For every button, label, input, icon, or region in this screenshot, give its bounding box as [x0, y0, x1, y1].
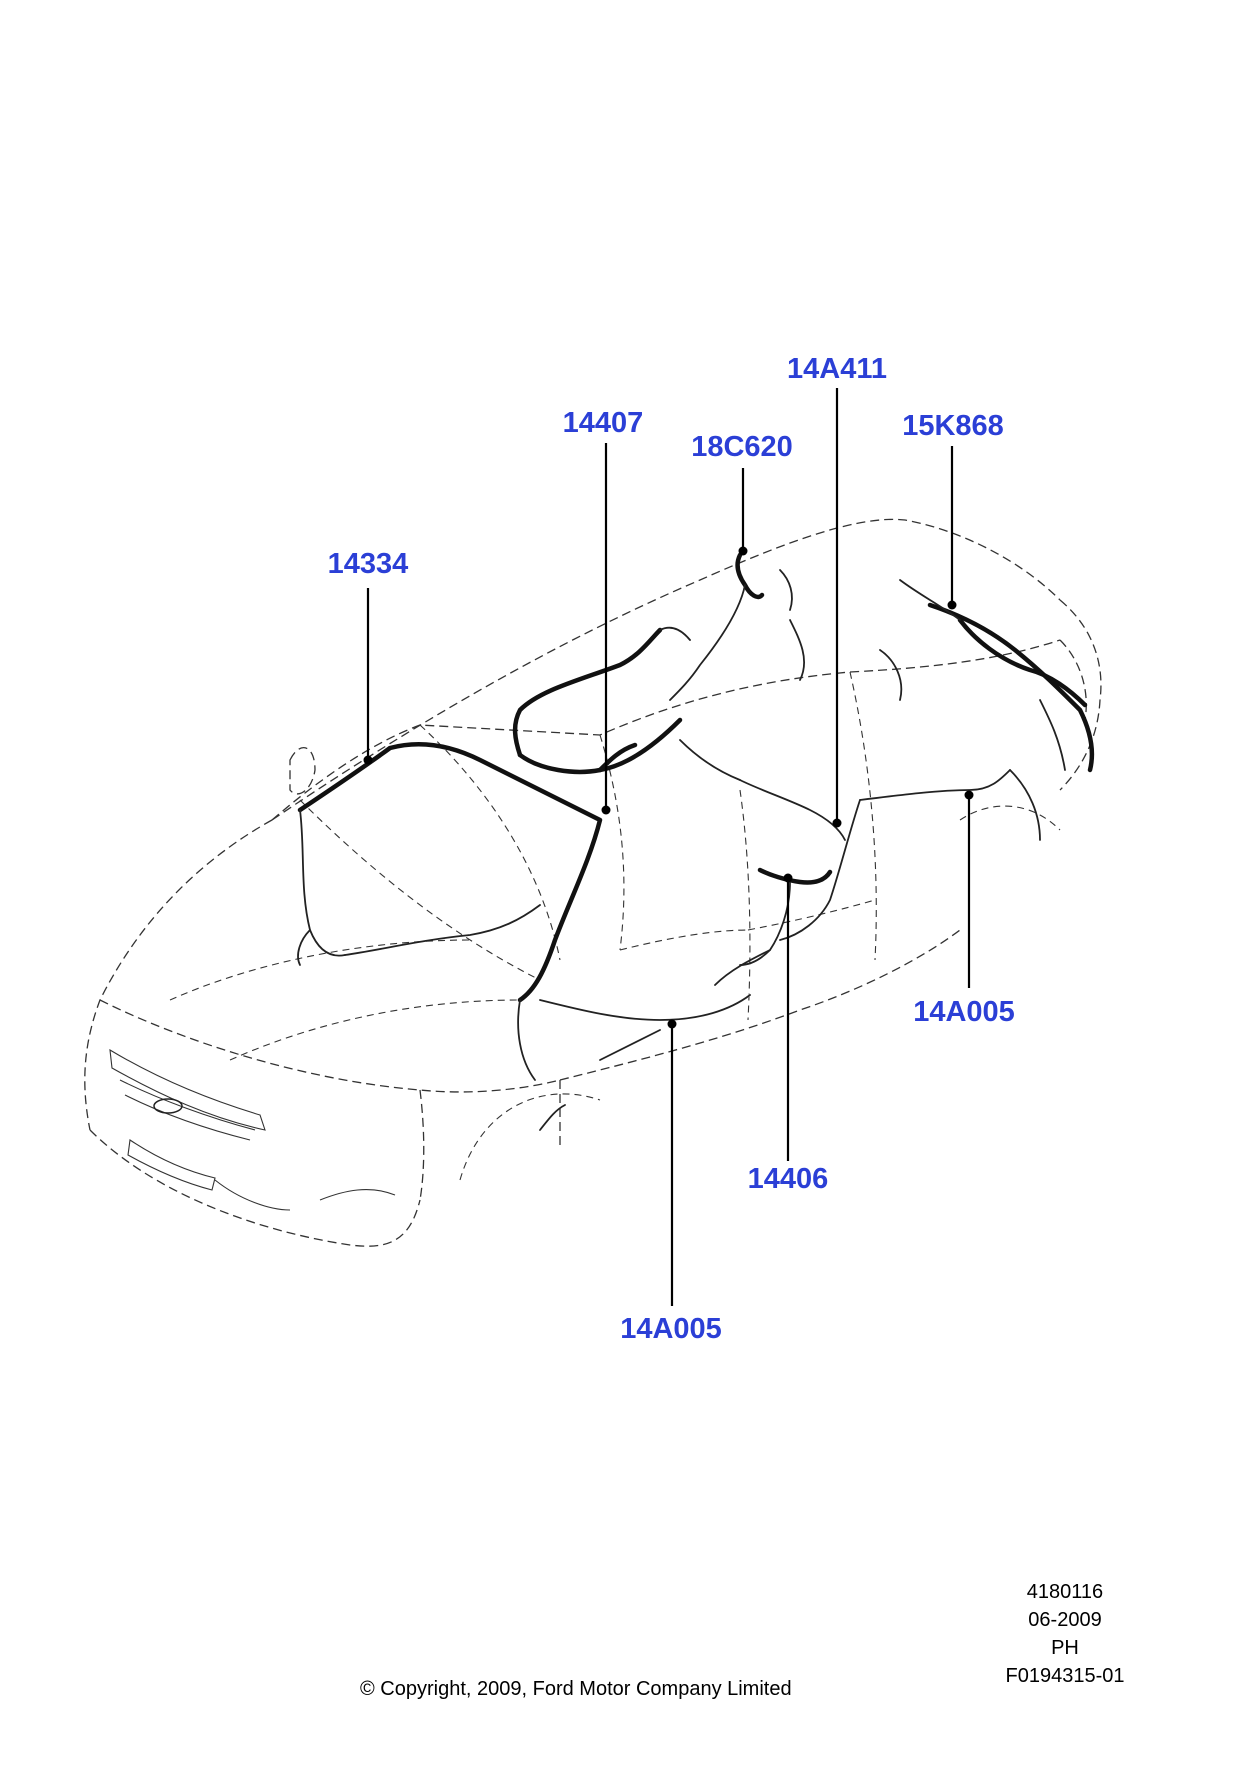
wiring-harness-15K868	[879, 579, 1095, 773]
leader-dot-14A411	[832, 818, 842, 828]
leader-dot-18C620	[738, 546, 748, 556]
leader-dot-14A005-right	[964, 790, 974, 800]
callout-labels: 14334 14407 18C620 14A411 15K868 14A005 …	[328, 353, 1015, 1345]
leader-dot-14334	[363, 755, 373, 765]
leader-lines	[363, 388, 974, 1306]
copyright-notice: © Copyright, 2009, Ford Motor Company Li…	[360, 1678, 792, 1700]
figure-id: F0194315-01	[1005, 1665, 1125, 1687]
leader-dot-14A005-bottom	[667, 1019, 677, 1029]
wiring-harness-14A005-bottom	[517, 993, 752, 1131]
callout-14A411: 14A411	[787, 353, 887, 385]
car-body-outline	[84, 518, 1102, 1247]
reference-number: 4180116	[1026, 1581, 1104, 1603]
callout-14A005-bottom: 14A005	[620, 1313, 722, 1345]
callout-14406: 14406	[748, 1163, 829, 1195]
wiring-harness-14A005-right	[779, 768, 1041, 941]
reference-code: PH	[1051, 1637, 1079, 1659]
callout-14A005-right: 14A005	[913, 996, 1015, 1028]
wiring-harness-14407	[512, 626, 691, 775]
reference-block: 4180116 06-2009 PH F0194315-01	[915, 1578, 1215, 1690]
wiring-harness-14334	[297, 741, 603, 1003]
front-grille	[109, 1048, 266, 1191]
leader-dot-14407	[601, 805, 611, 815]
callout-14334: 14334	[328, 548, 409, 580]
callout-18C620: 18C620	[691, 431, 793, 463]
wiring-harness-14406	[714, 867, 833, 986]
callout-14407: 14407	[563, 407, 644, 439]
reference-date: 06-2009	[1028, 1609, 1102, 1631]
leader-dot-15K868	[947, 600, 957, 610]
leader-dot-14406	[783, 873, 793, 883]
wiring-harness-14A411	[679, 619, 846, 841]
callout-15K868: 15K868	[902, 410, 1004, 442]
wiring-harness-18C620	[669, 552, 793, 701]
